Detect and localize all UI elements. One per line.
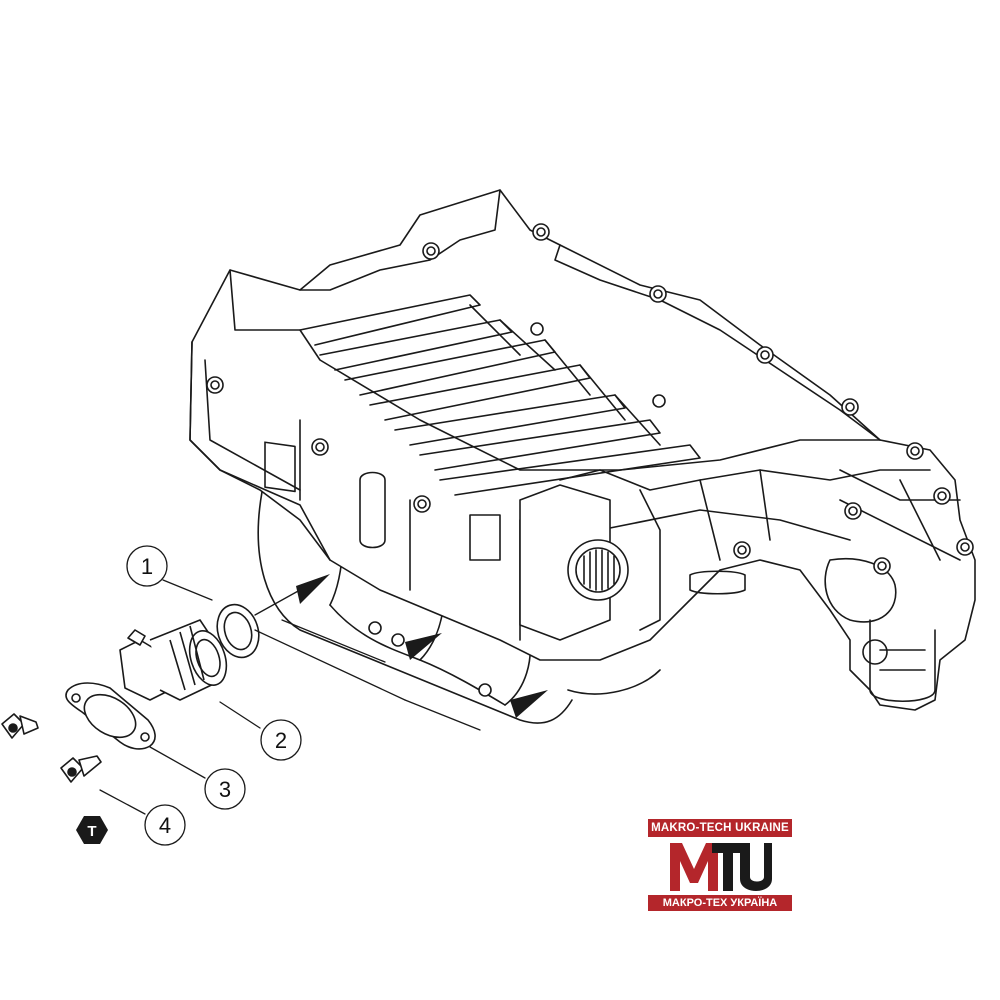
intake-manifold-drawing — [189, 189, 976, 724]
arrow-head-1 — [296, 574, 330, 604]
leader-lines — [99, 579, 481, 815]
logo-top-text: MAKRO-TECH UKRAINE — [648, 819, 792, 837]
callout-4: 4 — [144, 804, 186, 846]
flange-gasket-part — [65, 682, 156, 750]
logo-bottom-text: МАКРО-ТЕХ УКРАЇНА — [648, 895, 792, 911]
callout-3: 3 — [204, 768, 246, 810]
callout-3-label: 3 — [219, 777, 231, 802]
bolt-part — [1, 713, 102, 783]
callout-4-label: 4 — [159, 813, 171, 838]
callout-1: 1 — [126, 545, 168, 587]
assembly-arrows — [296, 574, 548, 718]
torque-symbol-icon: T — [76, 816, 108, 844]
arrow-head-2 — [405, 633, 442, 660]
exploded-parts — [1, 603, 260, 783]
arrow-head-3 — [510, 690, 548, 718]
callout-2: 2 — [260, 719, 302, 761]
callout-1-label: 1 — [141, 554, 153, 579]
callout-2-label: 2 — [275, 728, 287, 753]
sensor-part — [119, 619, 228, 701]
logo-mark — [670, 843, 772, 891]
seal-ring-part — [216, 603, 260, 659]
torque-symbol-label: T — [87, 823, 96, 840]
makro-tech-logo: MAKRO-TECH UKRAINE МАКРО-ТЕХ УКРАЇНА — [648, 819, 792, 911]
